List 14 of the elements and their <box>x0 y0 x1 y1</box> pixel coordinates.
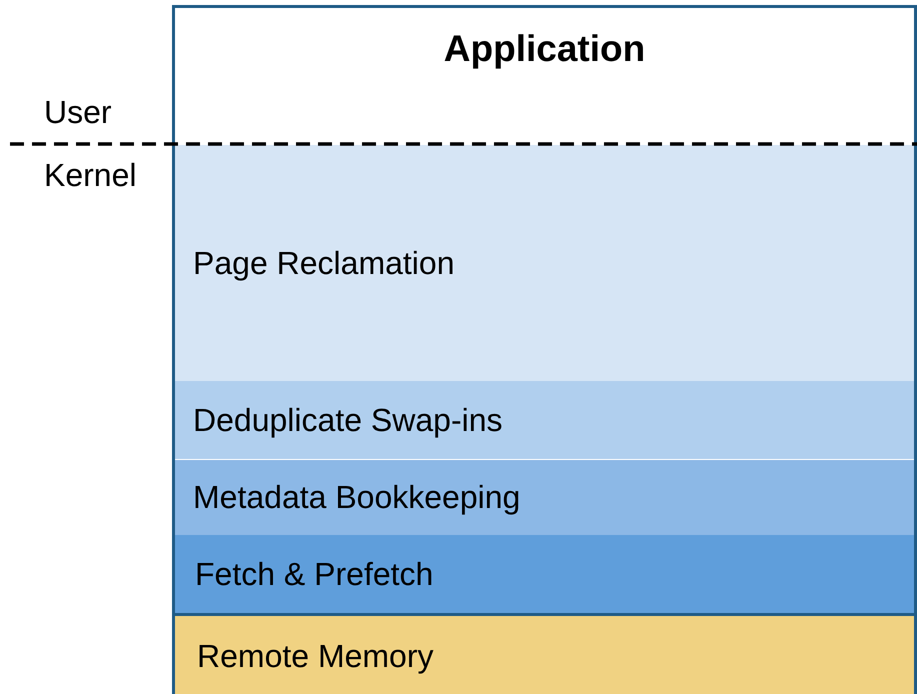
layer-label: Deduplicate Swap-ins <box>193 402 502 438</box>
stack-box <box>172 5 917 694</box>
box-title: Application <box>442 28 646 70</box>
layer-band <box>175 381 914 459</box>
layer-band <box>175 145 914 381</box>
space-label: Kernel <box>44 157 136 194</box>
layer-label: Metadata Bookkeeping <box>193 479 520 516</box>
space-label: User <box>44 94 112 131</box>
layer-band <box>175 613 914 694</box>
layer-label: Fetch & Prefetch <box>195 556 434 592</box>
layer-band <box>175 535 914 613</box>
layer-band <box>175 459 914 535</box>
layer-label: Page Reclamation <box>193 244 454 282</box>
layer-label: Remote Memory <box>197 638 434 675</box>
